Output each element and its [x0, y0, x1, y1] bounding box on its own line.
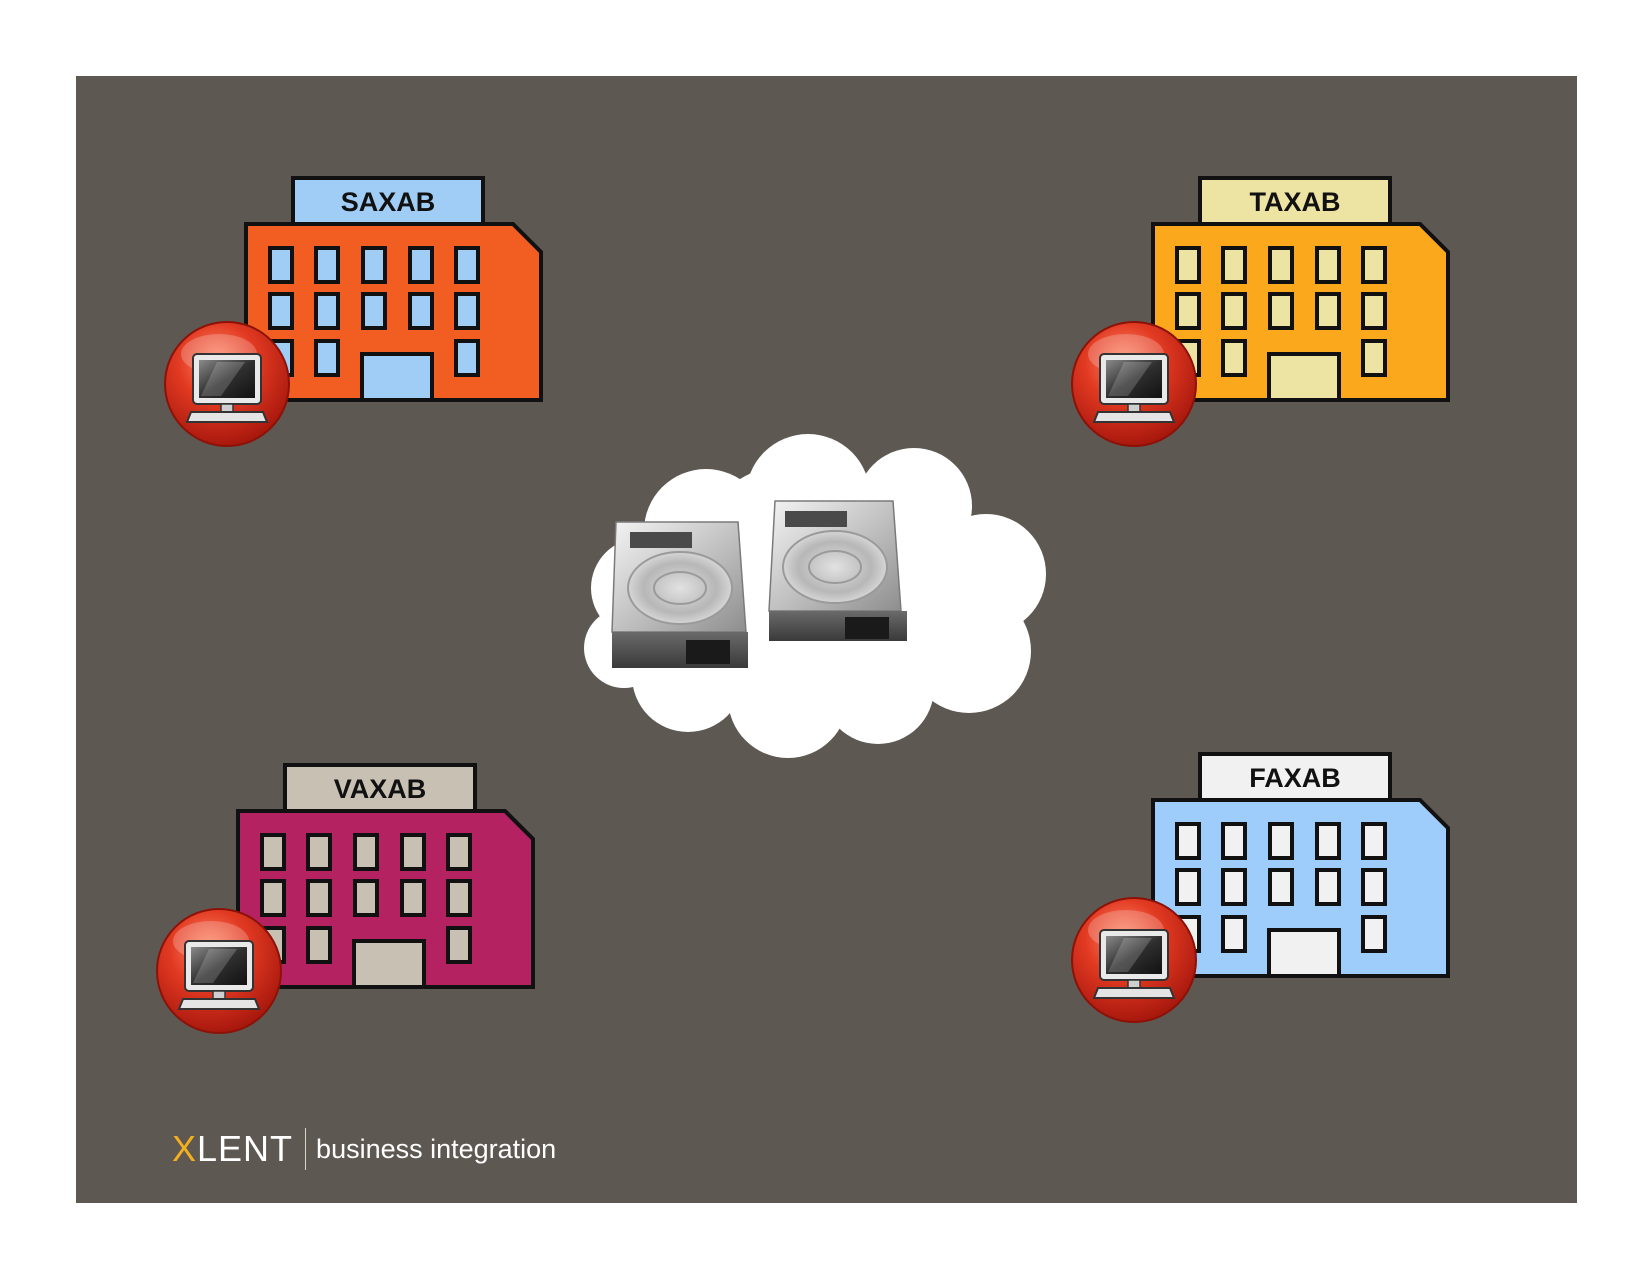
building-faxab: FAXAB [1071, 752, 1450, 1023]
building-window [353, 879, 379, 917]
building-window [1361, 292, 1387, 330]
building-door [360, 352, 434, 402]
building-window [1221, 868, 1247, 906]
building-window [1221, 915, 1247, 953]
building-window [1175, 292, 1201, 330]
building-window [1221, 246, 1247, 284]
building-window [306, 926, 332, 964]
building-window [1315, 822, 1341, 860]
building-window [314, 246, 340, 284]
building-window [1361, 822, 1387, 860]
building-window [361, 292, 387, 330]
brand-logo: XLENT business integration [172, 1128, 556, 1170]
building-window [1268, 292, 1294, 330]
building-vaxab: VAXAB [156, 763, 535, 1034]
building-window [408, 246, 434, 284]
building-window [400, 879, 426, 917]
building-window [1175, 868, 1201, 906]
building-window [446, 879, 472, 917]
building-saxab: SAXAB [164, 176, 543, 447]
building-window [314, 339, 340, 377]
building-window [454, 292, 480, 330]
building-sign [1198, 176, 1392, 226]
hard-drive-icon [768, 500, 907, 641]
building-taxab: TAXAB [1071, 176, 1450, 447]
hard-drive-icon [611, 521, 748, 668]
building-door [1267, 352, 1341, 402]
building-window [260, 879, 286, 917]
building-window [408, 292, 434, 330]
logo-tagline: business integration [316, 1133, 557, 1164]
building-window [306, 879, 332, 917]
building-window [353, 833, 379, 871]
diagram-canvas: SAXAB TAXAB VAXAB FAXAB XLENT business inte… [76, 76, 1577, 1203]
building-window [361, 246, 387, 284]
building-window [1315, 292, 1341, 330]
building-window [1221, 292, 1247, 330]
desktop-computer-icon [1071, 897, 1197, 1023]
building-window [1361, 868, 1387, 906]
building-window [1361, 915, 1387, 953]
building-window [1268, 822, 1294, 860]
building-window [1175, 246, 1201, 284]
building-window [268, 246, 294, 284]
building-window [400, 833, 426, 871]
logo-divider [305, 1128, 307, 1170]
building-window [260, 833, 286, 871]
building-label: SAXAB [341, 187, 436, 217]
building-window [1221, 822, 1247, 860]
building-door [352, 939, 426, 989]
building-window [1315, 868, 1341, 906]
building-window [306, 833, 332, 871]
building-window [314, 292, 340, 330]
building-window [1221, 339, 1247, 377]
desktop-computer-icon [1071, 321, 1197, 447]
building-window [446, 926, 472, 964]
desktop-computer-icon [156, 908, 282, 1034]
building-label: VAXAB [334, 774, 427, 804]
building-window [454, 246, 480, 284]
building-window [268, 292, 294, 330]
building-window [1361, 339, 1387, 377]
building-window [1175, 822, 1201, 860]
building-window [454, 339, 480, 377]
building-sign [283, 763, 477, 813]
desktop-computer-icon [164, 321, 290, 447]
building-window [1268, 868, 1294, 906]
building-window [1315, 246, 1341, 284]
logo-wordmark: XLENT [172, 1128, 294, 1169]
building-window [1361, 246, 1387, 284]
building-sign [1198, 752, 1392, 802]
building-sign [291, 176, 485, 226]
building-window [446, 833, 472, 871]
building-window [1268, 246, 1294, 284]
building-door [1267, 928, 1341, 978]
building-label: TAXAB [1250, 187, 1341, 217]
building-label: FAXAB [1249, 763, 1341, 793]
